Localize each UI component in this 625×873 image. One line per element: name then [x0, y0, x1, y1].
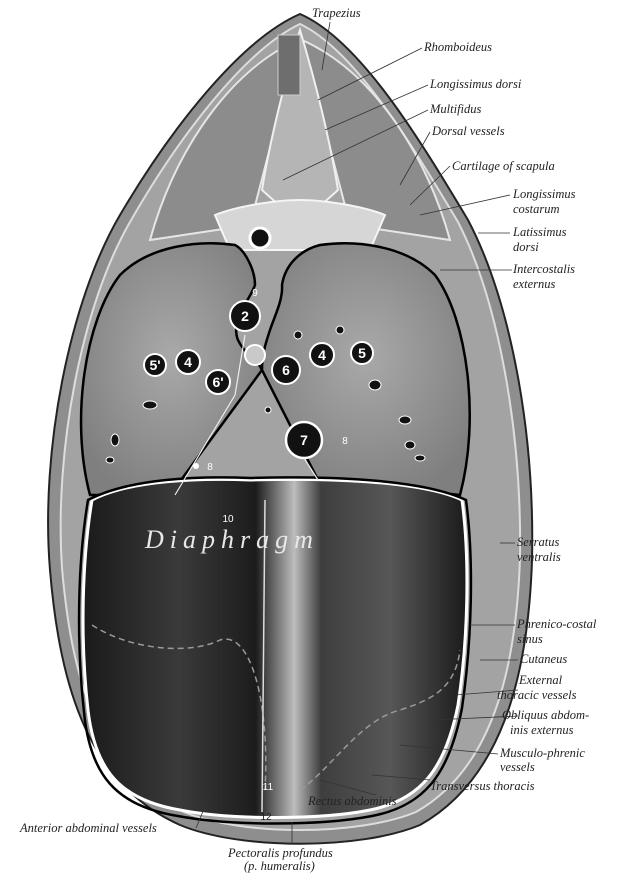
- esophagus: [245, 345, 265, 365]
- label-longissimus-costarum-1: Longissimus: [512, 187, 576, 201]
- label-pectoralis-2: (p. humeralis): [244, 859, 315, 873]
- label-ext-thoracic-1: External: [518, 673, 563, 687]
- label-longissimus-dorsi: Longissimus dorsi: [429, 77, 522, 91]
- label-musculo-1: Musculo-phrenic: [499, 746, 585, 760]
- diaphragm-label: Diaphragm: [144, 525, 319, 554]
- spinous-cartilage: [278, 35, 300, 95]
- label-rhomboideus: Rhomboideus: [423, 40, 492, 54]
- label-serratus-1: Serratus: [517, 535, 560, 549]
- marker-6-left: 6': [212, 374, 223, 390]
- label-trapezius: Trapezius: [312, 6, 361, 20]
- label-intercostalis-1: Intercostalis: [512, 262, 575, 276]
- label-ext-thoracic-2: thoracic vessels: [497, 688, 577, 702]
- marker-10: 10: [222, 514, 234, 525]
- label-phrenico-2: sinus: [517, 632, 543, 646]
- label-phrenico-1: Phrenico-costal: [516, 617, 597, 631]
- label-musculo-2: vessels: [500, 760, 535, 774]
- label-dorsal-vessels: Dorsal vessels: [431, 124, 505, 138]
- marker-8-left: 8: [207, 462, 213, 473]
- label-obliquus-2: inis externus: [510, 723, 574, 737]
- label-transversus: Transversus thoracis: [430, 779, 535, 793]
- label-pectoralis-1: Pectoralis profundus: [227, 846, 333, 860]
- marker-11: 11: [263, 782, 274, 793]
- marker-8-right: 8: [342, 436, 348, 447]
- spinal-canal: [250, 228, 270, 248]
- label-cartilage-scapula: Cartilage of scapula: [452, 159, 555, 173]
- marker-5-left: 5': [149, 357, 160, 373]
- label-latissimus-1: Latissimus: [512, 225, 567, 239]
- marker-4-left: 4: [184, 354, 192, 370]
- marker-6-right: 6: [282, 362, 290, 378]
- label-multifidus: Multifidus: [429, 102, 482, 116]
- marker-9: 9: [252, 288, 258, 299]
- label-intercostalis-2: externus: [513, 277, 555, 291]
- label-anterior-abdominal: Anterior abdominal vessels: [19, 821, 157, 835]
- label-latissimus-2: dorsi: [513, 240, 539, 254]
- label-serratus-2: ventralis: [517, 550, 561, 564]
- marker-2: 2: [241, 308, 249, 324]
- marker-12: 12: [260, 812, 272, 823]
- marker-4-right: 4: [318, 347, 326, 363]
- label-rectus: Rectus abdominis: [307, 794, 397, 808]
- vertebra: [215, 200, 385, 250]
- label-obliquus-1: Obliquus abdom-: [502, 708, 589, 722]
- marker-5-right: 5: [358, 345, 366, 361]
- label-cutaneus: Cutaneus: [520, 652, 567, 666]
- label-longissimus-costarum-2: costarum: [513, 202, 560, 216]
- marker-7: 7: [300, 432, 308, 448]
